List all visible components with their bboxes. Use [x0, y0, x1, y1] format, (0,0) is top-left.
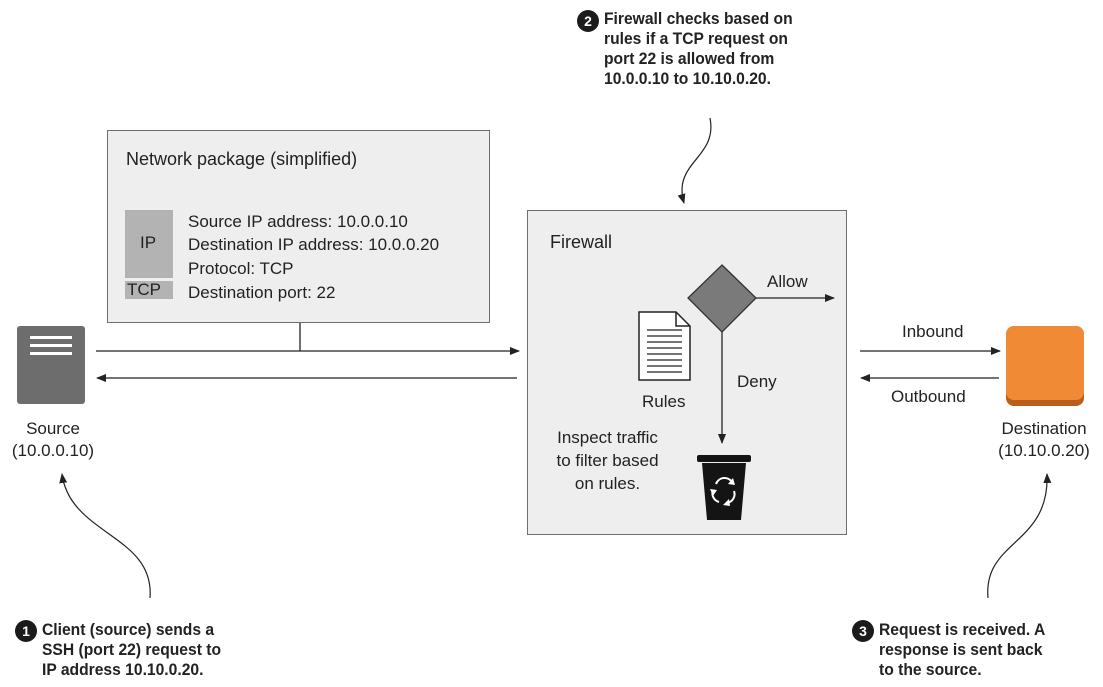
firewall-title: Firewall — [550, 232, 613, 252]
source-ip: (10.0.0.10) — [11, 441, 95, 460]
packet-field-destination-port: Destination port: 22 — [188, 283, 336, 302]
deny-label: Deny — [737, 372, 777, 391]
inbound-label: Inbound — [902, 322, 964, 341]
ip-header-block: IP — [125, 210, 173, 278]
packet-field-destination-ip: Destination IP address: 10.0.0.20 — [188, 235, 440, 254]
callout-pointers — [59, 117, 1052, 599]
connection-arrows — [96, 294, 1001, 444]
destination-ip: (10.10.0.20) — [998, 441, 1090, 460]
network-package-title: Network package (simplified) — [126, 149, 358, 169]
callout-3-text: Request is received. A response is sent … — [879, 620, 1046, 679]
callout-3-badge: 3 — [852, 620, 874, 642]
callout-3-pointer — [987, 473, 1052, 599]
callout-2-pointer — [677, 117, 712, 204]
callout-1-text: Client (source) sends a SSH (port 22) re… — [42, 620, 222, 679]
packet-field-protocol: Protocol: TCP — [188, 259, 294, 278]
callout-1-pointer — [59, 473, 151, 599]
outbound-label: Outbound — [891, 387, 966, 406]
trash-bin-icon — [697, 455, 751, 520]
callout-1-badge: 1 — [15, 620, 37, 642]
server-icon — [17, 326, 85, 404]
rules-label: Rules — [642, 392, 686, 411]
source-label: Source (10.0.0.10) — [3, 418, 103, 462]
destination-server-icon — [1006, 326, 1084, 406]
packet-field-source-ip: Source IP address: 10.0.0.10 — [188, 212, 408, 231]
firewall-box: Firewall Allow Deny Rules Inspect traffi… — [527, 210, 847, 535]
destination-name: Destination — [1001, 419, 1087, 438]
destination-label: Destination (10.10.0.20) — [985, 418, 1103, 462]
inspect-traffic-text: Inspect traffic to filter based on rules… — [556, 428, 659, 493]
source-name: Source — [26, 419, 80, 438]
callout-2-text: Firewall checks based on rules if a TCP … — [604, 9, 793, 88]
callout-2-badge: 2 — [577, 10, 599, 32]
allow-label: Allow — [767, 272, 808, 291]
rules-document-icon — [638, 311, 691, 381]
tcp-header-block: TCP — [125, 280, 173, 299]
ip-header-label: IP — [140, 233, 157, 252]
network-package-box: Network package (simplified) IP TCP Sour… — [107, 130, 490, 323]
decision-diamond — [687, 264, 757, 333]
tcp-header-label: TCP — [127, 280, 161, 299]
